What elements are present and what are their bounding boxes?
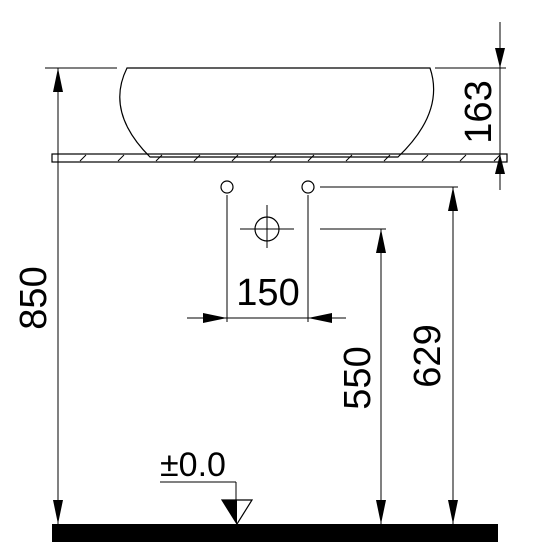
arrowhead [308,313,332,323]
dimension-label-850: 850 [13,266,55,329]
arrowhead [448,500,458,524]
arrowhead [53,500,63,524]
dimension-counter-height: 850 [13,67,117,524]
dimension-tap-spacing: 150 [187,195,346,323]
arrowhead [376,229,386,253]
floor-slab [52,524,498,542]
dimension-supply-height: 629 [320,186,458,524]
drain-center-mark [240,205,294,248]
arrowhead [376,500,386,524]
basin-bowl [119,67,435,158]
dimension-label-629: 629 [407,324,449,387]
dimension-label-150: 150 [236,272,299,314]
dimension-label-163: 163 [458,80,500,143]
floor-level-label: ±0.0 [160,446,226,484]
dimension-label-550: 550 [337,346,379,409]
countertop-slab [51,153,508,163]
arrowhead [203,313,227,323]
arrowhead [53,68,63,92]
floor-level-marker: ±0.0 [160,446,254,526]
arrowhead [495,48,505,68]
supply-hole-right [301,180,315,194]
level-triangle-fill [222,500,237,524]
supply-hole-left [220,180,234,194]
arrowhead [495,154,505,174]
arrowhead [448,187,458,211]
dimension-drain-height: 550 [320,228,386,524]
countertop-hatching [79,154,501,162]
countertop [51,153,508,163]
dimension-basin-height: 163 [435,22,506,190]
